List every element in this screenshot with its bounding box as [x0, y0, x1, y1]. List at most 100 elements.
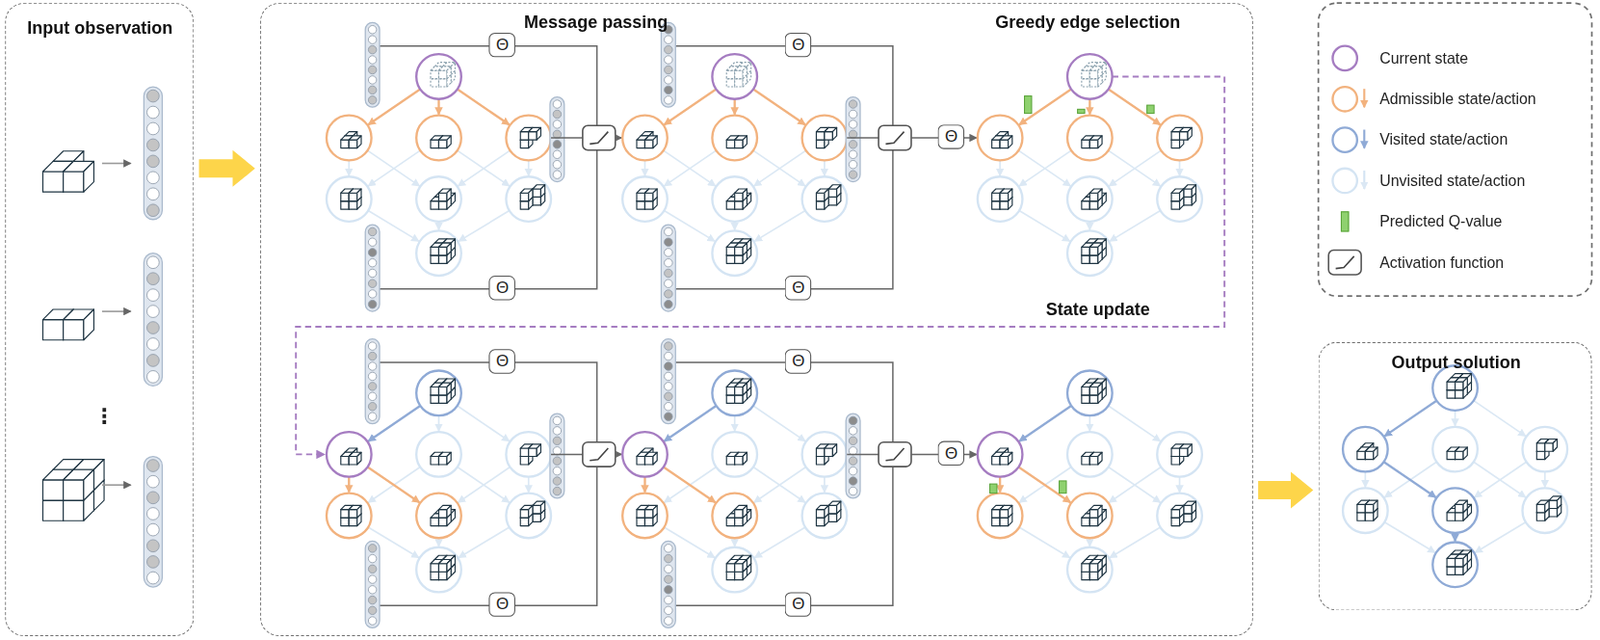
graph-edge — [753, 89, 806, 126]
vector-entry — [367, 299, 376, 308]
cube-face — [450, 554, 455, 568]
graph-edge — [643, 476, 646, 493]
activation-curve — [1336, 256, 1355, 269]
state-circle — [1432, 541, 1478, 587]
cube-face — [1446, 557, 1455, 566]
vector-entry — [848, 476, 857, 485]
cube-face — [42, 479, 63, 500]
cube-face — [1463, 553, 1468, 567]
q-value-bar — [1024, 96, 1032, 114]
vector-entry — [552, 456, 561, 465]
vector-entry — [367, 392, 376, 400]
cube-face — [999, 192, 1008, 201]
state-update-line — [295, 76, 1225, 454]
cube-face — [815, 456, 824, 465]
vector-entry — [664, 412, 673, 420]
cube-face — [1552, 439, 1557, 452]
vector-entry — [664, 595, 673, 604]
cube-face — [1187, 444, 1192, 457]
vector-entry — [367, 45, 376, 53]
cube-face — [340, 456, 349, 465]
cube-face — [1098, 188, 1102, 202]
cube-face — [636, 517, 645, 525]
state-circle — [711, 115, 758, 161]
cube-face — [746, 62, 751, 76]
message-frame — [668, 46, 893, 289]
cube-face — [636, 456, 645, 465]
vector-entry — [367, 371, 376, 380]
legend-text: Unvisited state/action — [1379, 171, 1525, 189]
cube-face — [540, 500, 545, 514]
cube-face — [653, 135, 657, 149]
state-circle — [711, 53, 758, 100]
cube-face — [1455, 390, 1464, 398]
graph-edge — [1108, 467, 1161, 503]
cube-face — [83, 469, 95, 500]
activation-box — [1328, 250, 1362, 275]
cube-face — [1081, 563, 1090, 572]
cube-face — [1089, 563, 1098, 572]
cube-face — [1081, 517, 1090, 525]
graph-edge — [458, 526, 509, 558]
cube-face — [357, 135, 362, 149]
message-line — [615, 136, 622, 138]
cube-face — [450, 509, 455, 523]
vector-entry — [367, 25, 376, 33]
cube-face — [348, 517, 357, 525]
vector-entry — [147, 89, 160, 103]
graph-edge — [1088, 537, 1091, 546]
cube-face — [42, 499, 63, 521]
message-frame — [372, 46, 598, 289]
parameter-box: Θ — [489, 275, 517, 300]
input-arrow — [102, 483, 132, 486]
cube-face — [815, 131, 824, 140]
graph-edge — [457, 150, 510, 186]
state-circle — [622, 115, 668, 161]
state-circle — [505, 493, 551, 539]
vector-entry — [367, 85, 376, 94]
cube-face — [1089, 571, 1098, 579]
vector-entry — [664, 544, 673, 552]
parameter-symbol: Θ — [791, 595, 805, 614]
cube-face — [1171, 447, 1180, 456]
graph-edge — [753, 467, 806, 503]
parameter-box: Θ — [785, 592, 813, 617]
cube-face — [636, 192, 645, 201]
cube-face — [1446, 450, 1455, 459]
vector-entry — [664, 299, 673, 308]
activation-curve — [885, 131, 904, 145]
cube-face — [520, 517, 528, 525]
feature-vector — [660, 22, 676, 107]
q-value-bar — [1147, 104, 1155, 113]
cube-face — [1180, 504, 1184, 518]
cube-face — [726, 394, 735, 403]
activation-box — [878, 125, 912, 150]
vector-entry — [367, 227, 376, 236]
cube-face — [446, 242, 451, 256]
vector-entry — [367, 616, 376, 625]
cube-face — [726, 201, 735, 210]
vector-entry — [552, 120, 561, 129]
cube-face — [1467, 550, 1471, 563]
parameter-symbol: Θ — [944, 444, 958, 463]
feature-vector — [143, 456, 162, 588]
feature-vector — [143, 253, 162, 387]
message-line — [846, 453, 879, 455]
vector-entry — [664, 564, 673, 573]
state-circle — [505, 115, 551, 161]
graph-edge — [663, 210, 714, 242]
vector-entry — [367, 553, 376, 562]
cube-face — [1548, 508, 1557, 517]
panel-heading: Message passing — [524, 12, 668, 33]
cube-face — [1089, 394, 1098, 403]
vector-entry — [367, 35, 376, 44]
graph-edge — [1384, 400, 1437, 437]
cube-face — [1557, 496, 1562, 509]
cube-face — [1536, 503, 1545, 512]
graph-edge — [644, 159, 647, 176]
vector-entry — [848, 486, 857, 495]
cube-face — [992, 517, 1000, 525]
graph-edge — [1474, 461, 1527, 498]
cube-face — [726, 571, 735, 579]
vector-entry — [848, 170, 857, 179]
